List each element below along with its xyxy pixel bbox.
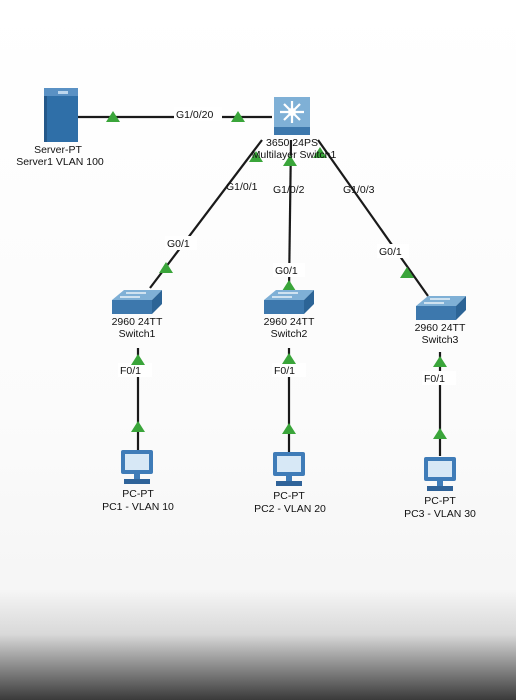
link-up-icon [283, 155, 297, 166]
link-up-icon [131, 421, 145, 432]
pc1-type-label: PC-PT [122, 488, 154, 500]
multilayer-switch-model-label: 3650 24PS [266, 137, 318, 149]
pc3-name-label: PC3 - VLAN 30 [404, 508, 476, 520]
multilayer-switch-name-label: Multilayer Switch1 [252, 149, 337, 161]
switch-icon [112, 290, 162, 314]
switch-icon [264, 290, 314, 314]
port-label-sw2-g0-1: G0/1 [275, 265, 298, 277]
link-up-icon [313, 147, 327, 158]
switch3-model-label: 2960 24TT [415, 322, 466, 334]
switch2-name-label: Switch2 [271, 328, 308, 340]
pc3-type-label: PC-PT [424, 495, 456, 507]
pc3-device[interactable] [424, 457, 456, 491]
switch2-device[interactable] [264, 290, 314, 314]
links [78, 115, 442, 456]
link-up-icon [106, 111, 120, 122]
port-label-sw3-g0-1: G0/1 [379, 246, 402, 258]
port-label-g1-0-2: G1/0/2 [273, 184, 305, 196]
link-up-icon [282, 280, 296, 291]
server-type-label: Server-PT [34, 144, 82, 156]
link-multilayer-switch1 [149, 139, 263, 289]
link-status-indicators [106, 111, 447, 439]
port-label-sw2-f0-1: F0/1 [274, 365, 295, 377]
pc2-name-label: PC2 - VLAN 20 [254, 503, 326, 515]
pc1-name-label: PC1 - VLAN 10 [102, 501, 174, 513]
link-multilayer-switch3 [317, 139, 429, 297]
switch1-name-label: Switch1 [119, 328, 156, 340]
pc2-device[interactable] [273, 452, 305, 486]
port-label-g1-0-20: G1/0/20 [176, 109, 214, 121]
pc1-device[interactable] [121, 450, 153, 484]
port-label-sw1-f0-1: F0/1 [120, 365, 141, 377]
pc2-type-label: PC-PT [273, 490, 305, 502]
pc-icon [121, 450, 153, 484]
switch3-name-label: Switch3 [422, 334, 459, 346]
server-icon [44, 88, 78, 142]
switch2-model-label: 2960 24TT [264, 316, 315, 328]
multilayer-switch-icon [274, 97, 310, 135]
port-label-g1-0-3: G1/0/3 [343, 184, 375, 196]
link-up-icon [231, 111, 245, 122]
switch1-model-label: 2960 24TT [112, 316, 163, 328]
switch-icon [416, 296, 466, 320]
port-label-sw1-g0-1: G0/1 [167, 238, 190, 250]
multilayer-switch-device[interactable] [274, 97, 310, 135]
link-up-icon [131, 354, 145, 365]
link-up-icon [282, 423, 296, 434]
server-name-label: Server1 VLAN 100 [16, 156, 104, 168]
link-up-icon [249, 151, 263, 162]
link-up-icon [159, 262, 173, 273]
link-up-icon [400, 267, 414, 278]
link-up-icon [433, 356, 447, 367]
link-up-icon [282, 353, 296, 364]
switch3-device[interactable] [416, 296, 466, 320]
switch1-device[interactable] [112, 290, 162, 314]
pc-icon [273, 452, 305, 486]
server-device[interactable] [44, 88, 78, 142]
port-label-sw3-f0-1: F0/1 [424, 373, 445, 385]
link-up-icon [433, 428, 447, 439]
port-label-g1-0-1: G1/0/1 [226, 181, 258, 193]
pc-icon [424, 457, 456, 491]
